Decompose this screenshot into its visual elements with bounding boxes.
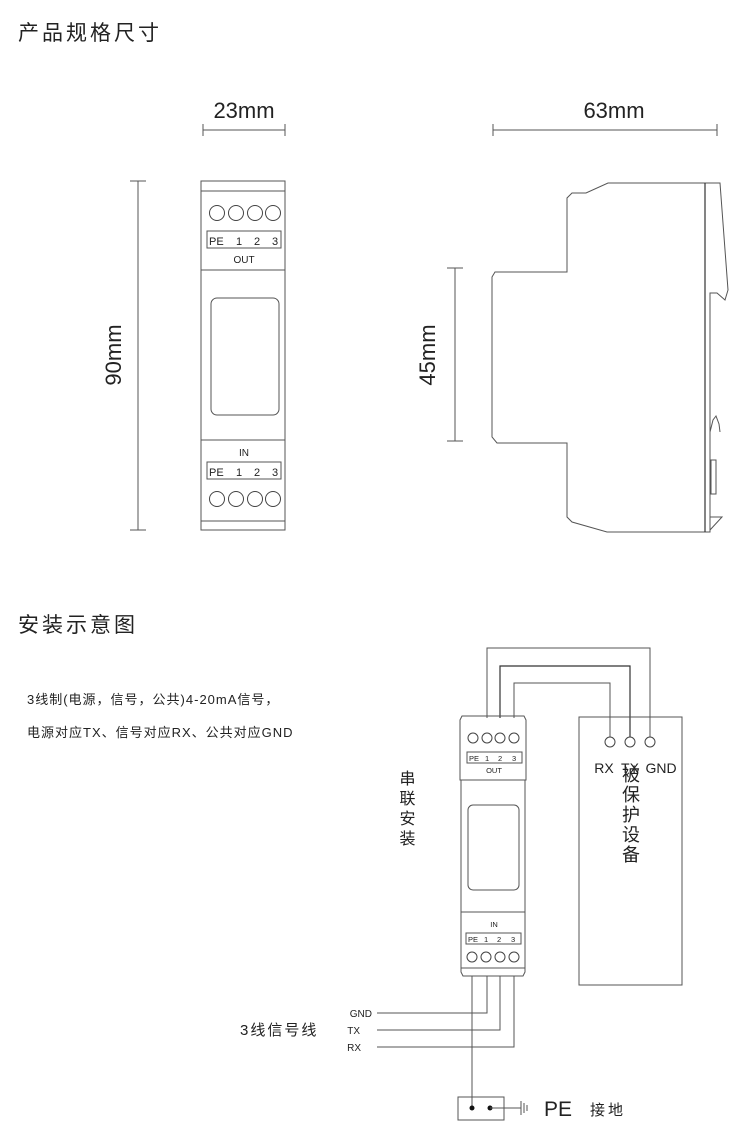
terminal-label: 1: [484, 935, 488, 944]
out-label: OUT: [233, 255, 254, 266]
terminal-label: 1: [485, 754, 489, 763]
height-dimension: 90mm: [101, 180, 146, 531]
wire-label-tx: TX: [347, 1026, 360, 1037]
ground-label: 接地: [590, 1102, 626, 1119]
terminal-label: 1: [236, 236, 242, 248]
depth-label: 63mm: [583, 98, 644, 123]
terminal-label: PE: [209, 236, 224, 248]
out-label: OUT: [486, 766, 502, 775]
series-install-label: 串联安装: [397, 770, 416, 850]
installation-title: 安装示意图: [18, 614, 138, 637]
pe-label: PE: [544, 1098, 572, 1121]
protected-device-label: 被保护设备: [620, 765, 640, 865]
protected-device: RX TX GND 被保护设备: [578, 716, 683, 986]
terminal-label: 2: [498, 754, 502, 763]
module-side-view: [491, 182, 729, 533]
width-label: 23mm: [213, 98, 274, 123]
installation-note-2: 电源对应TX、信号对应RX、公共对应GND: [27, 725, 294, 740]
terminal-label: 2: [254, 467, 260, 479]
dimensions-title: 产品规格尺寸: [18, 22, 162, 45]
in-label: IN: [490, 920, 498, 929]
installation-note-1: 3线制(电源，信号，公共)4-20mA信号，: [27, 692, 279, 707]
depth-dimension: 63mm: [492, 98, 718, 136]
module-installed: PE 1 2 3 OUT IN PE 1 2 3: [459, 715, 527, 977]
terminal-label: 3: [272, 467, 278, 479]
wire-label-rx: RX: [347, 1043, 361, 1054]
terminal-label: 2: [254, 236, 260, 248]
terminal-label: 1: [236, 467, 242, 479]
input-wiring: GND TX RX 3线信号线: [240, 976, 515, 1108]
device-port-tx: TX: [621, 760, 640, 776]
terminal-label: PE: [468, 935, 478, 944]
wire-label-gnd: GND: [350, 1009, 372, 1020]
in-label: IN: [239, 448, 249, 459]
terminal-label: 3: [272, 236, 278, 248]
terminal-label: 3: [512, 754, 516, 763]
terminal-label: PE: [209, 467, 224, 479]
width-dimension: 23mm: [202, 98, 286, 136]
output-wiring: [486, 647, 651, 737]
device-port-rx: RX: [594, 760, 614, 776]
pe-ground: PE 接地: [457, 1096, 626, 1121]
terminal-label: 2: [497, 935, 501, 944]
rail-height-dimension: 45mm: [415, 267, 463, 442]
module-front-view: PE 1 2 3 OUT IN PE 1 2 3: [200, 180, 286, 531]
terminal-label: PE: [469, 754, 479, 763]
rail-height-label: 45mm: [415, 324, 440, 385]
terminal-label: 3: [511, 935, 515, 944]
height-label: 90mm: [101, 324, 126, 385]
device-port-gnd: GND: [645, 760, 676, 776]
signal-wires-label: 3线信号线: [240, 1022, 318, 1039]
